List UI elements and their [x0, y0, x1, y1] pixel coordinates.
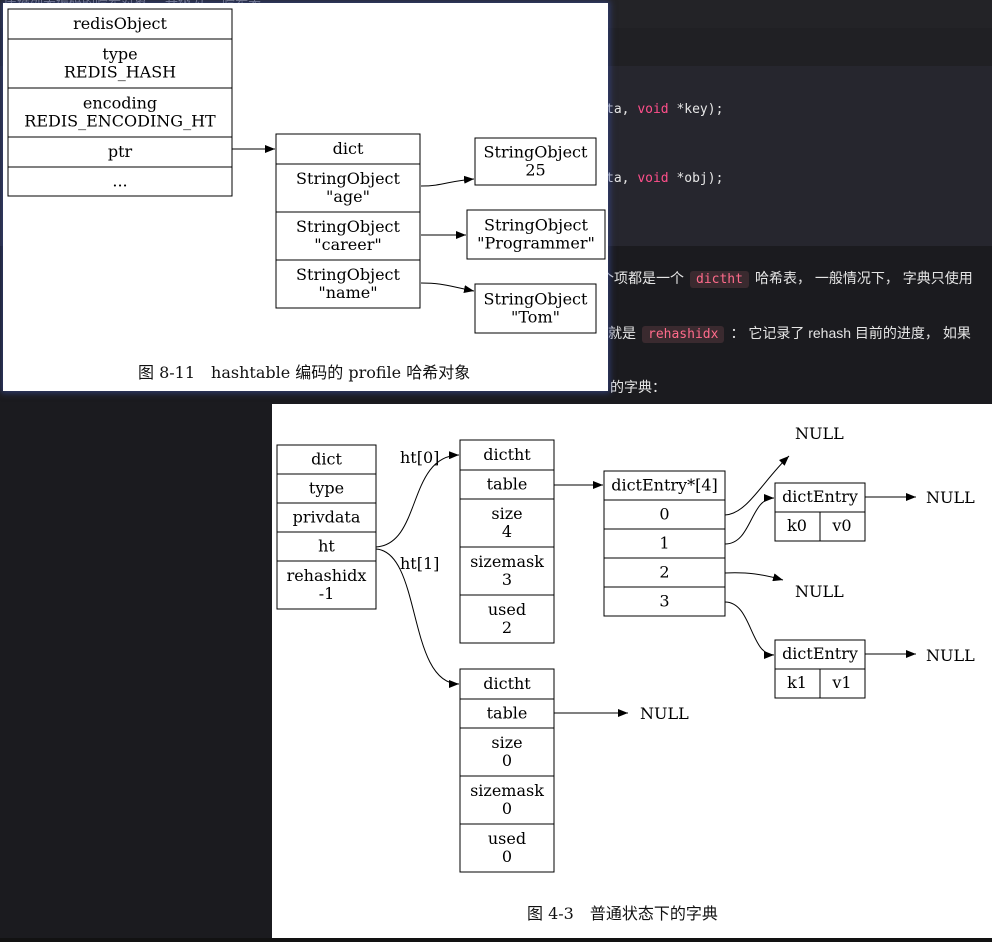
- age-arrow: [420, 175, 475, 187]
- slot0-null-arrow: [724, 455, 790, 516]
- paragraph-text: 个项都是一个: [600, 270, 684, 286]
- ht0-arrow: [375, 451, 460, 548]
- dict-struct-record-cell-1: type: [309, 479, 344, 498]
- null-label-1: NULL: [795, 424, 844, 443]
- redis-object-record: [7, 8, 233, 197]
- slot1-entry-arrow: [724, 494, 775, 545]
- dictht1-record-cell-0: dictht: [483, 674, 531, 693]
- paragraph-text: ： 它记录了 rehash 目前的进度， 如果: [730, 325, 971, 341]
- redis-object-record-cell-4: ...: [112, 172, 127, 191]
- entry-array-record-cell-4: 3: [659, 592, 669, 611]
- code-line-2: ta, void *obj);: [606, 171, 723, 186]
- ht1-label: ht[1]: [400, 554, 439, 573]
- redis-object-record-cell-3: ptr: [108, 142, 133, 161]
- inline-code: dictht: [690, 271, 749, 288]
- dict-struct-record-cell-0: dict: [311, 450, 342, 469]
- dict-record-cell-2: StringObject"career": [296, 217, 400, 254]
- dict-struct-record-cell-4: rehashidx-1: [287, 566, 367, 603]
- name-arrow: [420, 282, 475, 294]
- slot3-entry-arrow: [724, 601, 775, 659]
- code-line-1: ta, void *key);: [606, 102, 723, 117]
- ht0-label: ht[0]: [400, 448, 439, 467]
- value-name-node: [474, 283, 597, 334]
- dictht1-record-cell-1: table: [487, 704, 528, 723]
- paragraph-text: 哈希表， 一般情况下， 字典只使用: [754, 270, 973, 286]
- code-text: ta,: [606, 171, 638, 186]
- inline-code: rehashidx: [642, 326, 725, 343]
- ht1-arrow: [375, 548, 460, 688]
- dict-struct-record: [276, 444, 377, 610]
- entry-array-record-cell-0: dictEntry*[4]: [611, 476, 718, 495]
- value-career-node-cell-0: StringObject"Programmer": [477, 216, 595, 253]
- slot2-null-arrow: [724, 572, 784, 582]
- code-text: *key);: [668, 102, 724, 117]
- paragraph-text: 就是: [608, 325, 636, 341]
- dict-entry-k1-title: dictEntry: [782, 644, 858, 663]
- null-label-2: NULL: [926, 488, 975, 507]
- entry-array-record-cell-3: 2: [659, 563, 669, 582]
- value-name-node-cell-0: StringObject"Tom": [484, 290, 588, 327]
- null-label-5: NULL: [640, 704, 689, 723]
- dict-entry-k1-value: v1: [831, 673, 851, 692]
- dict-entry-k0-title: dictEntry: [782, 487, 858, 506]
- redis-object-record-cell-0: redisObject: [73, 14, 167, 33]
- figure-dict-normal-state: dict type privdata ht rehashidx-1 dictht table…: [272, 404, 992, 938]
- null-label-3: NULL: [795, 582, 844, 601]
- paragraph-1: 个项都是一个 dictht 哈希表， 一般情况下， 字典只使用: [600, 268, 973, 288]
- code-text: ta,: [606, 102, 638, 117]
- dict-record-cell-0: dict: [333, 139, 364, 158]
- value-age-node: [474, 137, 597, 186]
- dict-struct-record-cell-2: privdata: [293, 508, 361, 527]
- code-text: *obj);: [668, 171, 724, 186]
- figure2-diagram: dict type privdata ht rehashidx-1 dictht table…: [276, 424, 975, 873]
- dictht0-record-cell-1: table: [487, 475, 528, 494]
- value-career-node: [466, 209, 606, 260]
- figure1-caption: 图 8-11 hashtable 编码的 profile 哈希对象: [138, 363, 471, 382]
- dict-struct-record-cell-3: ht: [318, 537, 335, 556]
- dictht0-record-cell-0: dictht: [483, 445, 531, 464]
- code-keyword: void: [637, 171, 669, 186]
- figure2-caption: 图 4-3 普通状态下的字典: [527, 904, 718, 923]
- dict-record-cell-1: StringObject"age": [296, 169, 400, 206]
- code-keyword: void: [637, 102, 669, 117]
- null-label-4: NULL: [926, 646, 975, 665]
- dict-record: [275, 133, 421, 309]
- dict-record-cell-3: StringObject"name": [296, 265, 400, 302]
- dictht0-record: [459, 439, 555, 644]
- dict-entry-k1-key: k1: [787, 673, 807, 692]
- entry-array-record-cell-2: 1: [659, 534, 669, 553]
- paragraph-2: 就是 rehashidx ： 它记录了 rehash 目前的进度， 如果: [608, 323, 971, 343]
- dict-entry-k0-key: k0: [787, 516, 807, 535]
- dict-entry-k0-value: v0: [831, 516, 851, 535]
- dictht1-record: [459, 668, 555, 873]
- paragraph-3: 的字典：: [610, 379, 666, 395]
- entry-array-record-cell-1: 0: [659, 505, 669, 524]
